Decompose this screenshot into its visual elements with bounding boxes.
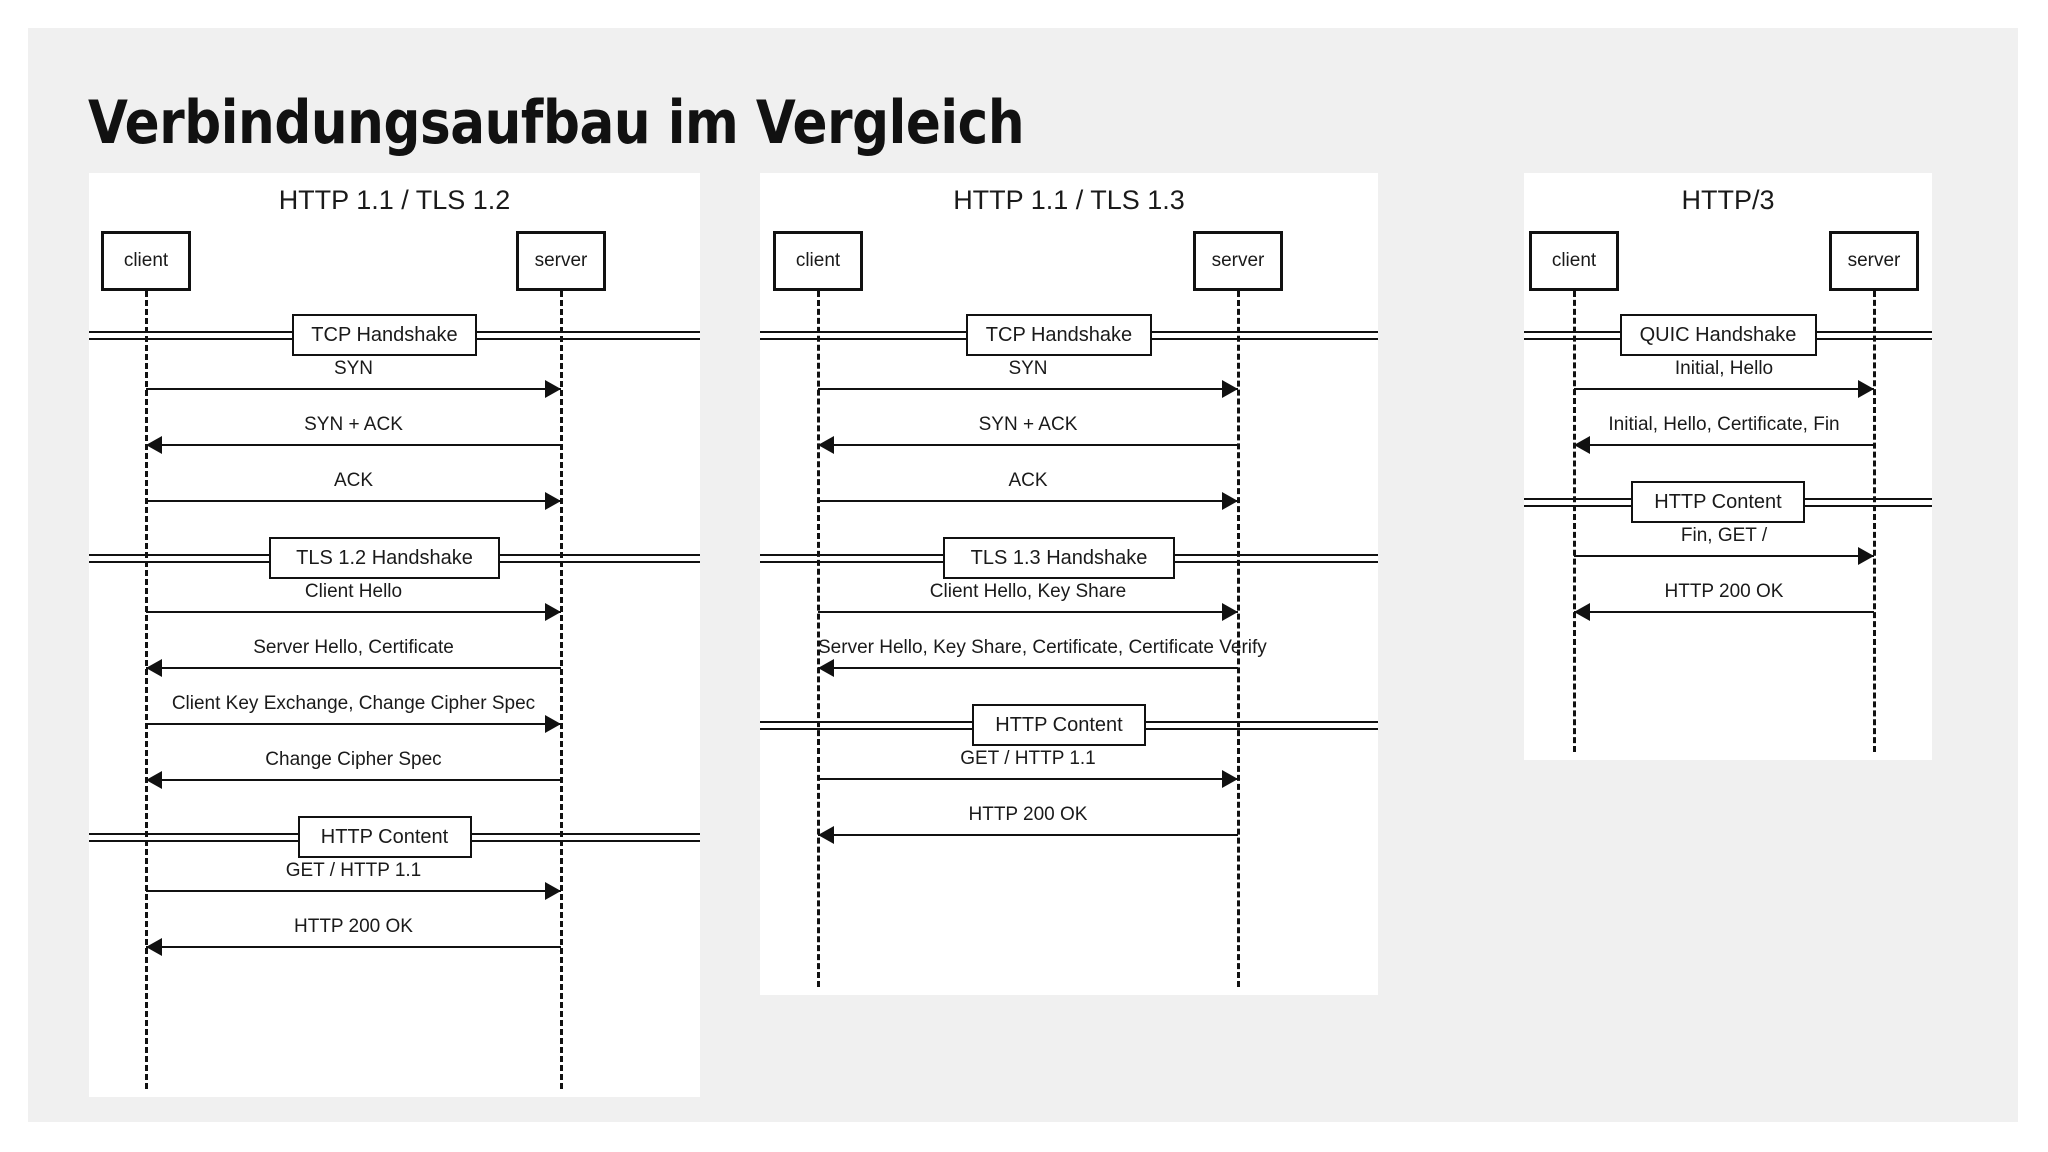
message-line — [146, 388, 561, 390]
section-label: HTTP Content — [297, 816, 472, 858]
section-label: TCP Handshake — [966, 314, 1152, 356]
section-label: TCP Handshake — [291, 314, 478, 356]
message-line — [818, 500, 1238, 502]
lifeline-server — [1872, 291, 1876, 752]
lifeline-server — [1236, 291, 1240, 987]
message-label: SYN — [1008, 358, 1048, 379]
diagram-title: HTTP/3 — [1681, 185, 1775, 215]
message-arrowhead-right — [1858, 380, 1874, 398]
actor-box-server: server — [1829, 231, 1919, 291]
message-arrowhead-left — [146, 771, 162, 789]
section-label: TLS 1.2 Handshake — [268, 537, 501, 579]
section-label: QUIC Handshake — [1619, 314, 1817, 356]
message-line — [146, 723, 561, 725]
message-line — [1574, 444, 1874, 446]
message-arrowhead-right — [545, 380, 561, 398]
lifeline-client — [1572, 291, 1576, 752]
message-label: SYN + ACK — [304, 414, 403, 435]
message-arrowhead-left — [1574, 436, 1590, 454]
message-label: SYN — [333, 358, 374, 379]
message-arrowhead-left — [818, 826, 834, 844]
section-label: HTTP Content — [1631, 481, 1805, 523]
message-arrowhead-left — [146, 436, 162, 454]
message-label: ACK — [333, 470, 374, 491]
message-arrowhead-right — [1222, 770, 1238, 788]
section-label: HTTP Content — [972, 704, 1146, 746]
actor-box-server: server — [1193, 231, 1283, 291]
message-label: Initial, Hello, Certificate, Fin — [1608, 414, 1840, 435]
message-label: Server Hello, Certificate — [253, 637, 454, 658]
message-arrowhead-right — [545, 715, 561, 733]
section-label: TLS 1.3 Handshake — [943, 537, 1175, 579]
message-line — [1574, 388, 1874, 390]
message-arrowhead-left — [818, 436, 834, 454]
message-arrowhead-right — [1858, 547, 1874, 565]
message-arrowhead-right — [545, 492, 561, 510]
message-label: Client Hello — [304, 581, 403, 602]
message-arrowhead-right — [1222, 603, 1238, 621]
message-arrowhead-left — [146, 659, 162, 677]
actor-box-client: client — [773, 231, 863, 291]
message-label: Server Hello, Key Share, Certificate, Ce… — [818, 637, 1267, 658]
message-label: SYN + ACK — [978, 414, 1078, 435]
message-line — [818, 667, 1238, 669]
message-label: HTTP 200 OK — [968, 804, 1088, 825]
message-label: ACK — [1008, 470, 1048, 491]
message-label: Client Key Exchange, Change Cipher Spec — [171, 693, 536, 714]
message-label: Fin, GET / — [1680, 525, 1768, 546]
message-line — [818, 611, 1238, 613]
message-line — [818, 388, 1238, 390]
message-arrowhead-right — [545, 603, 561, 621]
diagram-title: HTTP 1.1 / TLS 1.3 — [953, 185, 1185, 215]
message-arrowhead-left — [1574, 603, 1590, 621]
message-label: Change Cipher Spec — [265, 749, 442, 770]
message-line — [1574, 555, 1874, 557]
message-line — [146, 890, 561, 892]
message-line — [146, 444, 561, 446]
message-arrowhead-right — [545, 882, 561, 900]
message-line — [818, 444, 1238, 446]
message-line — [818, 778, 1238, 780]
message-line — [1574, 611, 1874, 613]
message-label: GET / HTTP 1.1 — [285, 860, 422, 881]
actor-box-client: client — [101, 231, 191, 291]
message-label: Initial, Hello — [1674, 358, 1774, 379]
message-arrowhead-right — [1222, 380, 1238, 398]
page-title: Verbindungsaufbau im Vergleich — [88, 88, 1025, 158]
diagram-title: HTTP 1.1 / TLS 1.2 — [278, 185, 511, 215]
actor-box-server: server — [516, 231, 606, 291]
message-line — [146, 779, 561, 781]
actor-box-client: client — [1529, 231, 1619, 291]
message-line — [146, 611, 561, 613]
message-line — [146, 500, 561, 502]
message-arrowhead-left — [146, 938, 162, 956]
message-label: GET / HTTP 1.1 — [960, 748, 1096, 769]
lifeline-server — [559, 291, 563, 1089]
message-arrowhead-left — [818, 659, 834, 677]
message-label: Client Hello, Key Share — [929, 581, 1127, 602]
message-line — [146, 667, 561, 669]
message-label: HTTP 200 OK — [294, 916, 413, 937]
message-line — [818, 834, 1238, 836]
message-arrowhead-right — [1222, 492, 1238, 510]
lifeline-client — [816, 291, 820, 987]
lifeline-client — [144, 291, 148, 1089]
message-line — [146, 946, 561, 948]
message-label: HTTP 200 OK — [1664, 581, 1784, 602]
